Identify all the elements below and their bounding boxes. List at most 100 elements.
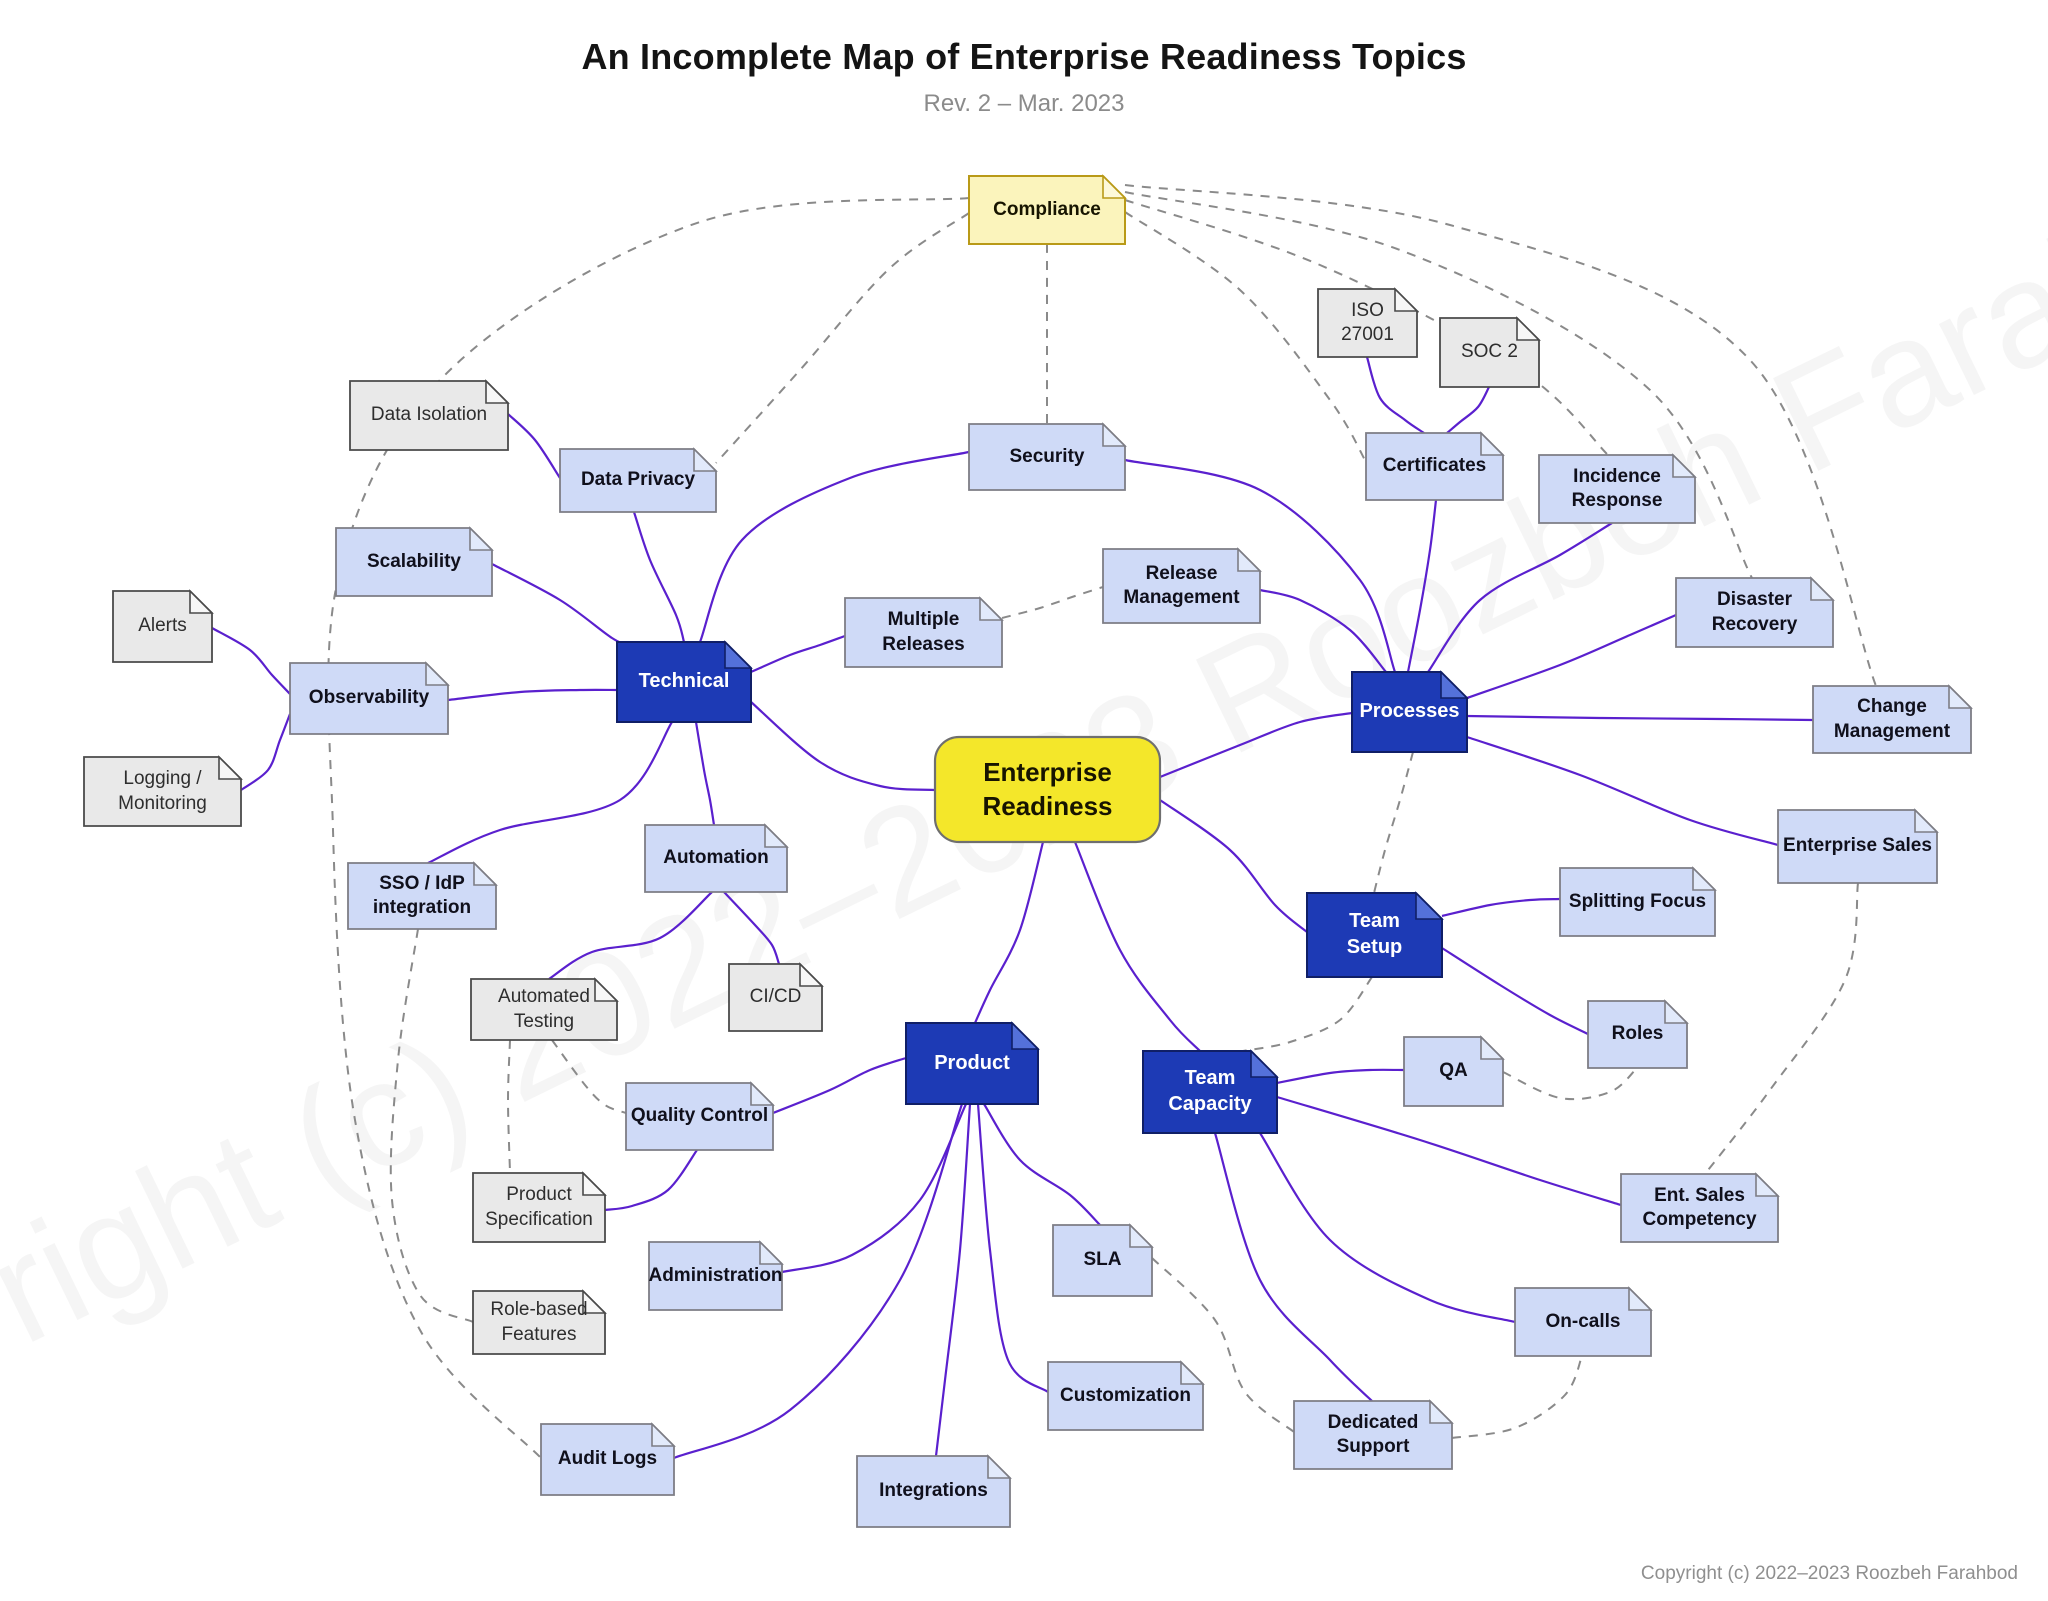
node-observability [289, 662, 449, 735]
solid-link-processes-releaseMgmt [1259, 588, 1387, 673]
copyright-notice: Copyright (c) 2022–2023 Roozbeh Farahbod [1640, 1563, 2018, 1584]
solid-link-iso-certificates [1365, 356, 1425, 434]
solid-link-product-sla [983, 1103, 1101, 1226]
node-fold-roles [1664, 999, 1689, 1024]
node-technical [616, 641, 752, 723]
solid-link-processes-disasterRecovery [1466, 613, 1677, 700]
solid-link-teamCapacity-entSalesComp [1276, 1095, 1622, 1207]
node-sso [347, 862, 497, 930]
node-fold-enterpriseSales [1914, 808, 1939, 833]
node-auditLogs [540, 1423, 675, 1496]
node-fold-scalability [469, 526, 494, 551]
node-fold-multipleReleases [979, 596, 1004, 621]
node-alerts [112, 590, 213, 663]
node-changeMgmt [1812, 685, 1972, 754]
node-center [933, 735, 1162, 844]
node-qualityControl [625, 1082, 774, 1151]
node-loggingMonitoring [83, 756, 242, 827]
node-security [968, 423, 1126, 491]
node-fold-technical [724, 640, 753, 669]
node-incidence [1538, 454, 1696, 524]
solid-link-technical-center [750, 701, 936, 792]
dashed-link-automatedTesting-qualityControl [551, 1039, 627, 1114]
node-onCalls [1514, 1287, 1652, 1357]
solid-link-loggingMonitoring-observability [240, 713, 292, 791]
node-automation [644, 824, 788, 893]
node-scalability [335, 527, 493, 597]
dashed-link-compliance-incidence [1124, 199, 1609, 456]
node-qa [1403, 1036, 1504, 1107]
node-administration [648, 1241, 783, 1311]
solid-link-product-administration [781, 1103, 967, 1274]
node-fold-auditLogs [651, 1422, 676, 1447]
node-ciCd [728, 963, 823, 1032]
node-processes [1351, 671, 1468, 753]
node-fold-dataPrivacy [693, 447, 718, 472]
node-fold-automation [764, 823, 789, 848]
solid-link-product-customization [976, 1103, 1049, 1393]
solid-link-security-processes [1124, 458, 1397, 673]
node-enterpriseSales [1777, 809, 1938, 884]
solid-link-processes-certificates [1406, 499, 1438, 673]
node-fold-administration [759, 1240, 784, 1265]
node-fold-qa [1480, 1035, 1505, 1060]
dashed-link-compliance-dataPrivacy [715, 212, 970, 464]
node-fold-sso [473, 861, 498, 886]
node-fold-automatedTesting [594, 977, 619, 1002]
solid-link-technical-multipleReleases [750, 634, 846, 674]
solid-link-soc2-certificates [1446, 386, 1490, 434]
node-fold-security [1102, 422, 1127, 447]
dashed-link-processes-teamSetup [1373, 751, 1414, 894]
solid-link-alerts-observability [211, 627, 291, 695]
node-disasterRecovery [1675, 577, 1834, 648]
node-fold-disasterRecovery [1810, 576, 1835, 601]
node-fold-dedicatedSupport [1429, 1399, 1454, 1424]
solid-link-processes-enterpriseSales [1466, 735, 1779, 847]
node-fold-certificates [1480, 431, 1505, 456]
solid-link-scalability-technical [491, 563, 629, 646]
node-entSalesComp [1620, 1173, 1779, 1243]
solid-link-qualityControl-productSpec [604, 1149, 698, 1212]
node-dataIsolation [349, 380, 509, 451]
solid-link-center-teamCapacity [1073, 841, 1201, 1052]
node-multipleReleases [844, 597, 1003, 668]
node-fold-entSalesComp [1755, 1172, 1780, 1197]
dashed-link-teamSetup-teamCapacity [1242, 976, 1373, 1052]
solid-link-automation-automatedTesting [548, 891, 713, 980]
dashed-link-compliance-disasterRecovery [1124, 191, 1753, 579]
solid-link-processes-incidence [1427, 522, 1613, 673]
node-fold-iso [1394, 287, 1419, 312]
node-dataPrivacy [559, 448, 717, 513]
solid-link-product-integrations [934, 1103, 972, 1457]
node-teamSetup [1306, 892, 1443, 978]
solid-link-processes-changeMgmt [1466, 714, 1814, 722]
solid-link-teamCapacity-onCalls [1259, 1132, 1516, 1324]
node-roleBased [472, 1290, 606, 1355]
dashed-link-compliance-changeMgmt [1124, 184, 1877, 687]
dashed-link-sla-dedicatedSupport [1151, 1257, 1295, 1433]
node-fold-incidence [1672, 453, 1697, 478]
node-productSpec [472, 1172, 606, 1243]
solid-link-qualityControl-product [772, 1056, 907, 1115]
node-sla [1052, 1224, 1153, 1297]
node-integrations [856, 1455, 1011, 1528]
node-teamCapacity [1142, 1050, 1278, 1134]
dashed-link-qa-roles [1502, 1067, 1638, 1101]
solid-link-technical-security [698, 450, 970, 643]
node-fold-qualityControl [750, 1081, 775, 1106]
node-fold-splittingFocus [1692, 866, 1717, 891]
node-fold-loggingMonitoring [218, 755, 243, 780]
node-fold-integrations [987, 1454, 1012, 1479]
node-fold-ciCd [799, 962, 824, 987]
node-compliance [968, 175, 1126, 245]
node-iso [1317, 288, 1418, 358]
solid-link-technical-automation [694, 721, 716, 826]
solid-link-center-product [973, 841, 1045, 1024]
node-fold-changeMgmt [1948, 684, 1973, 709]
node-fold-onCalls [1628, 1286, 1653, 1311]
page-title: An Incomplete Map of Enterprise Readines… [581, 36, 1467, 77]
node-fold-teamCapacity [1250, 1049, 1279, 1078]
solid-link-teamSetup-roles [1441, 947, 1589, 1035]
